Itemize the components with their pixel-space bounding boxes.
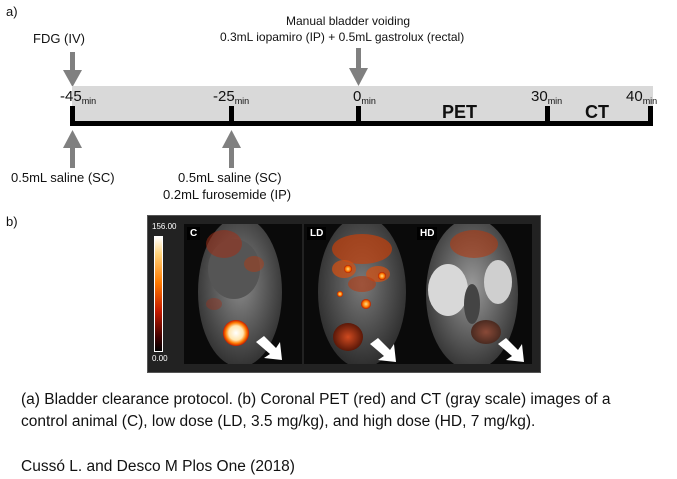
protocol-band <box>72 86 653 123</box>
furosemide-arrow-head <box>222 130 241 148</box>
image-high-dose: HD <box>414 224 532 364</box>
scale-max-label: 156.00 <box>152 222 177 231</box>
citation: Cussó L. and Desco M Plos One (2018) <box>21 458 295 475</box>
image-control: C <box>184 224 302 364</box>
tick-label: 0min <box>353 88 376 106</box>
tick-mark <box>70 106 75 126</box>
voiding-label-line2: 0.3mL iopamiro (IP) + 0.5mL gastrolux (r… <box>220 30 465 44</box>
timeline-axis <box>72 121 653 126</box>
saline-arrow-shaft <box>70 146 75 168</box>
tick-label: -45min <box>60 88 97 106</box>
caption-line-1: (a) Bladder clearance protocol. (b) Coro… <box>21 391 611 408</box>
arrow-icon <box>498 338 524 362</box>
arrow-icon <box>256 336 282 360</box>
bladder-hotspot <box>333 323 363 351</box>
panel-a-letter: a) <box>6 4 18 19</box>
ct-section-label: CT <box>585 102 609 122</box>
panel-b-letter: b) <box>6 214 18 229</box>
saline-label: 0.5mL saline (SC) <box>11 170 115 185</box>
caption-line-2: control animal (C), low dose (LD, 3.5 mg… <box>21 413 536 430</box>
high-dose-scan <box>426 224 524 364</box>
saline-label-2: 0.5mL saline (SC) <box>178 170 282 185</box>
control-scan <box>198 224 282 364</box>
low-dose-scan <box>318 224 406 364</box>
tick-mark <box>229 106 234 126</box>
saline-arrow-head <box>63 130 82 148</box>
tick-mark <box>648 106 653 126</box>
image-low-dose: LD <box>304 224 422 364</box>
tick-mark <box>356 106 361 126</box>
voiding-arrow-head <box>349 68 368 86</box>
fdg-arrow-shaft <box>70 52 75 74</box>
arrow-icon <box>370 338 396 362</box>
furosemide-arrow-shaft <box>229 146 234 168</box>
image-label: LD <box>307 227 327 240</box>
bladder-hotspot <box>223 320 249 346</box>
color-scale-bar <box>154 236 163 352</box>
bladder-hotspot <box>471 320 501 344</box>
tick-mark <box>545 106 550 126</box>
tick-label: 30min <box>531 88 563 106</box>
image-label: HD <box>417 227 438 240</box>
tick-label: 40min <box>626 88 658 106</box>
fdg-label: FDG (IV) <box>33 31 85 46</box>
image-label: C <box>187 227 201 240</box>
pet-section-label: PET <box>442 102 478 122</box>
voiding-arrow-shaft <box>356 48 361 72</box>
fdg-arrow-head <box>63 70 82 87</box>
furosemide-label: 0.2mL furosemide (IP) <box>163 187 292 202</box>
pet-ct-image-panel: 156.00 0.00 C <box>147 215 541 373</box>
scale-min-label: 0.00 <box>152 354 168 363</box>
tick-label: -25min <box>213 88 250 106</box>
voiding-label-line1: Manual bladder voiding <box>286 14 411 28</box>
